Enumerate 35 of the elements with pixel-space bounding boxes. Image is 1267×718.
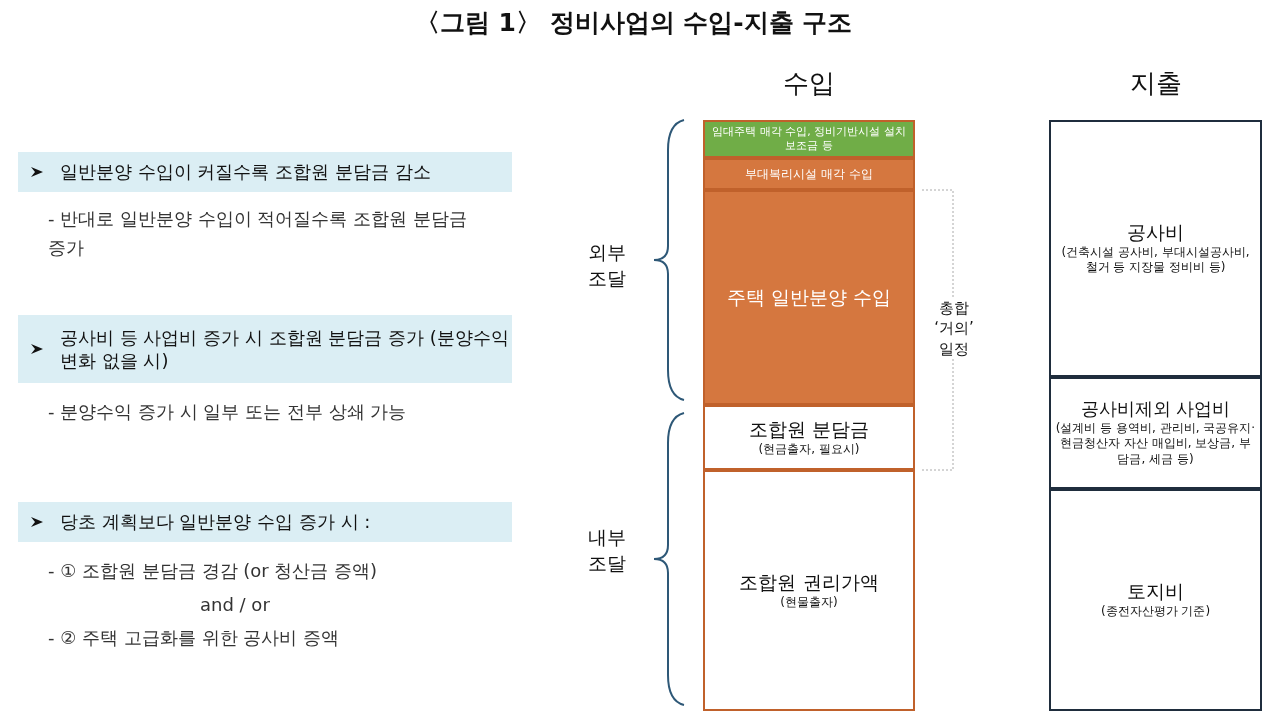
note-text: - ① 조합원 분담금 경감 (or 청산금 증액) — [48, 559, 379, 583]
banner-text: 공사비 등 사업비 증가 시 조합원 분담금 증가 (분양수익 변화 없을 시) — [60, 325, 510, 373]
block-note: (건축시설 공사비, 부대시설공사비, 철거 등 지장물 정비비 등) — [1060, 244, 1251, 276]
block-title: 조합원 권리가액 — [739, 570, 879, 595]
expense-block — [1049, 377, 1262, 489]
column-heading: 수입 — [782, 67, 836, 100]
note-text: - 반대로 일반분양 수입이 적어질수록 조합원 분담금 증가 — [48, 207, 468, 260]
block-note: (현물출자) — [780, 594, 838, 611]
highlight-banner — [18, 502, 512, 542]
funding-block — [703, 158, 915, 190]
block-title: 공사비 — [1127, 221, 1184, 245]
banner-text: 일반분양 수입이 커질수록 조합원 분담금 감소 — [60, 160, 431, 184]
block-title: 주택 일반분양 수입 — [726, 285, 892, 310]
note-text: and / or — [200, 593, 271, 617]
funding-block — [703, 470, 915, 711]
column-heading: 지출 — [1128, 67, 1183, 100]
block-note: (현금출자, 필요시) — [758, 441, 860, 458]
block-title: 임대주택 매각 수입, 정비기반시설 설치보조금 등 — [711, 125, 907, 153]
note-text: - 분양수익 증가 시 일부 또는 전부 상쇄 가능 — [48, 400, 408, 424]
block-title: 조합원 분담금 — [748, 417, 869, 442]
block-note: (설계비 등 용역비, 관리비, 국공유지·현금청산자 자산 매입비, 보상금, 부담금, 세금 등) — [1055, 420, 1256, 468]
banner-text: 당초 계획보다 일반분양 수입 증가 시 : — [60, 510, 371, 534]
highlight-banner — [18, 315, 512, 383]
expense-block — [1049, 120, 1262, 377]
funding-block — [703, 190, 915, 405]
block-title: 토지비 — [1127, 580, 1184, 605]
note-text: - ② 주택 고급화를 위한 공사비 증액 — [48, 626, 340, 650]
block-title: 부대복리시설 매각 수입 — [745, 166, 873, 182]
block-title: 공사비제외 사업비 — [1080, 398, 1231, 421]
funding-block — [703, 120, 915, 158]
highlight-banner — [18, 152, 512, 192]
figure-title: 〈그림 1〉 정비사업의 수입-지출 구조 — [413, 7, 854, 39]
block-note: (종전자산평가 기준) — [1100, 604, 1211, 620]
expense-block — [1049, 489, 1262, 711]
funding-block — [703, 405, 915, 470]
